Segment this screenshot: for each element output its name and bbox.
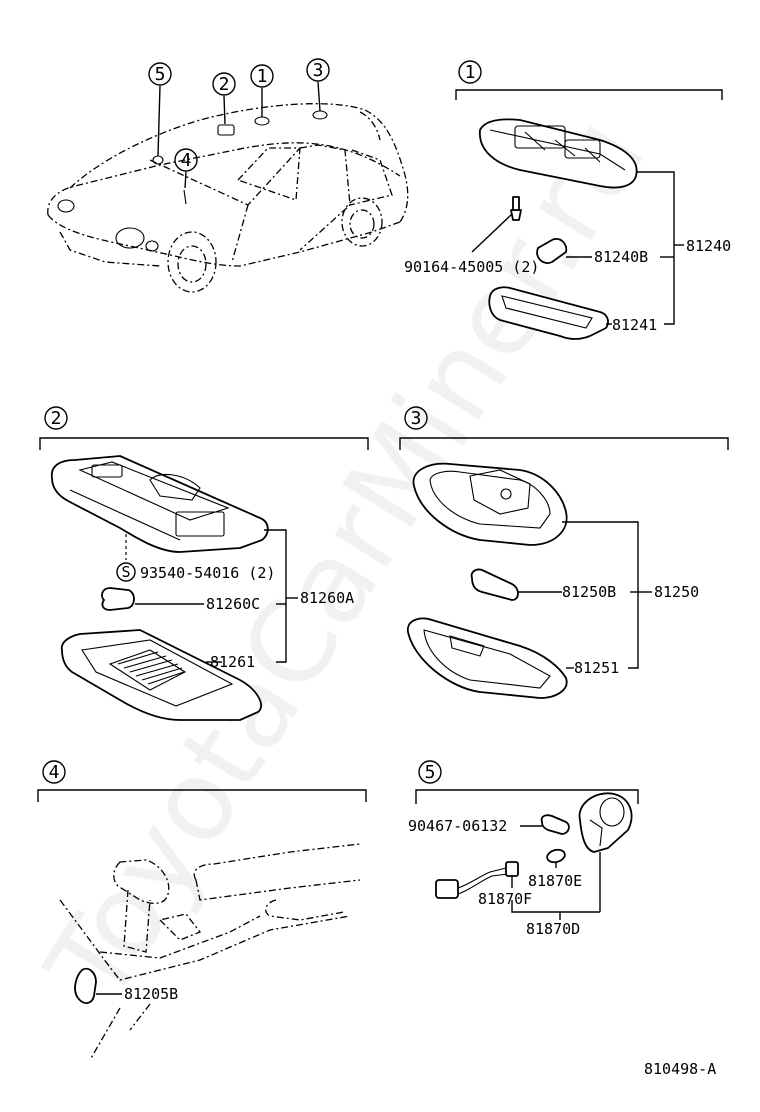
car-body-drawing [47, 103, 409, 293]
section-2-bulb [101, 587, 204, 611]
section-5-socket-label: 81870F [478, 890, 532, 908]
overview-marker-3-label: 3 [313, 60, 324, 81]
overview-marker-3: 3 [306, 58, 330, 112]
overview-marker-1: 1 [250, 64, 274, 117]
overview-marker-5-label: 5 [155, 64, 166, 85]
section-5-number: 5 [425, 762, 436, 783]
section-4-bulb-label: 81205B [124, 985, 178, 1003]
section-5-bulb-label: 90467-06132 [408, 817, 507, 835]
section-1-dome-lamp: 1 90164-45005 (2) [404, 60, 731, 340]
section-1-housing [479, 118, 638, 189]
overview-marker-4: 4 [174, 148, 198, 189]
overview-marker-4-label: 4 [181, 150, 192, 171]
section-1-lens-label: 81241 [612, 316, 657, 334]
section-3-room-lamp: 3 81250B 81250 81251 [399, 406, 729, 699]
section-1-screw-label: 90164-45005 (2) [404, 258, 539, 276]
section-2-assembly-label: 81260A [300, 589, 354, 607]
section-1-bulb [536, 238, 592, 264]
section-2-screw-symbol: S [121, 563, 130, 581]
section-5-ignition-lamp: 5 90467-06132 81870E 81870F 81870D [408, 760, 639, 938]
figure-code: 810498-A [644, 1060, 716, 1078]
section-1-number: 1 [465, 62, 476, 83]
section-1-assembly-label: 81240 [686, 237, 731, 255]
section-4-bulb [74, 967, 122, 1004]
section-3-assembly-label: 81250 [654, 583, 699, 601]
overview-marker-2-label: 2 [219, 74, 230, 95]
section-2-housing [50, 455, 269, 553]
section-2-number: 2 [51, 408, 62, 429]
section-5-lens [546, 848, 566, 868]
section-2-bulb-label: 81260C [206, 595, 260, 613]
section-2-map-lamp: 2 S 93540-54016 (2) [39, 406, 369, 721]
section-2-lens-label: 81261 [210, 653, 255, 671]
overview-marker-2: 2 [212, 72, 236, 125]
section-3-number: 3 [411, 408, 422, 429]
section-4-console-drawing [59, 843, 361, 1061]
section-3-lens [407, 617, 574, 699]
overview-marker-1-label: 1 [257, 66, 268, 87]
section-2-screw-callout: S [116, 534, 136, 582]
section-5-lens-label: 81870E [528, 872, 582, 890]
section-5-bulb [520, 814, 570, 835]
section-4-number: 4 [49, 762, 60, 783]
section-5-ring-housing [578, 792, 633, 912]
section-5-assembly-label: 81870D [526, 920, 580, 938]
section-3-bulb-label: 81250B [562, 583, 616, 601]
section-3-housing [412, 462, 568, 546]
section-5-socket [435, 861, 519, 899]
section-2-screw-label: 93540-54016 (2) [140, 564, 275, 582]
section-1-lens [488, 286, 612, 340]
overview-marker-5: 5 [148, 62, 172, 157]
section-1-bulb-label: 81240B [594, 248, 648, 266]
section-1-screw [471, 196, 522, 253]
section-2-lens [60, 629, 262, 721]
section-4-console-lamp: 4 81205B [37, 760, 367, 1061]
car-overview: 5 2 1 3 4 [47, 58, 409, 293]
section-3-bulb [470, 568, 562, 601]
section-3-lens-label: 81251 [574, 659, 619, 677]
